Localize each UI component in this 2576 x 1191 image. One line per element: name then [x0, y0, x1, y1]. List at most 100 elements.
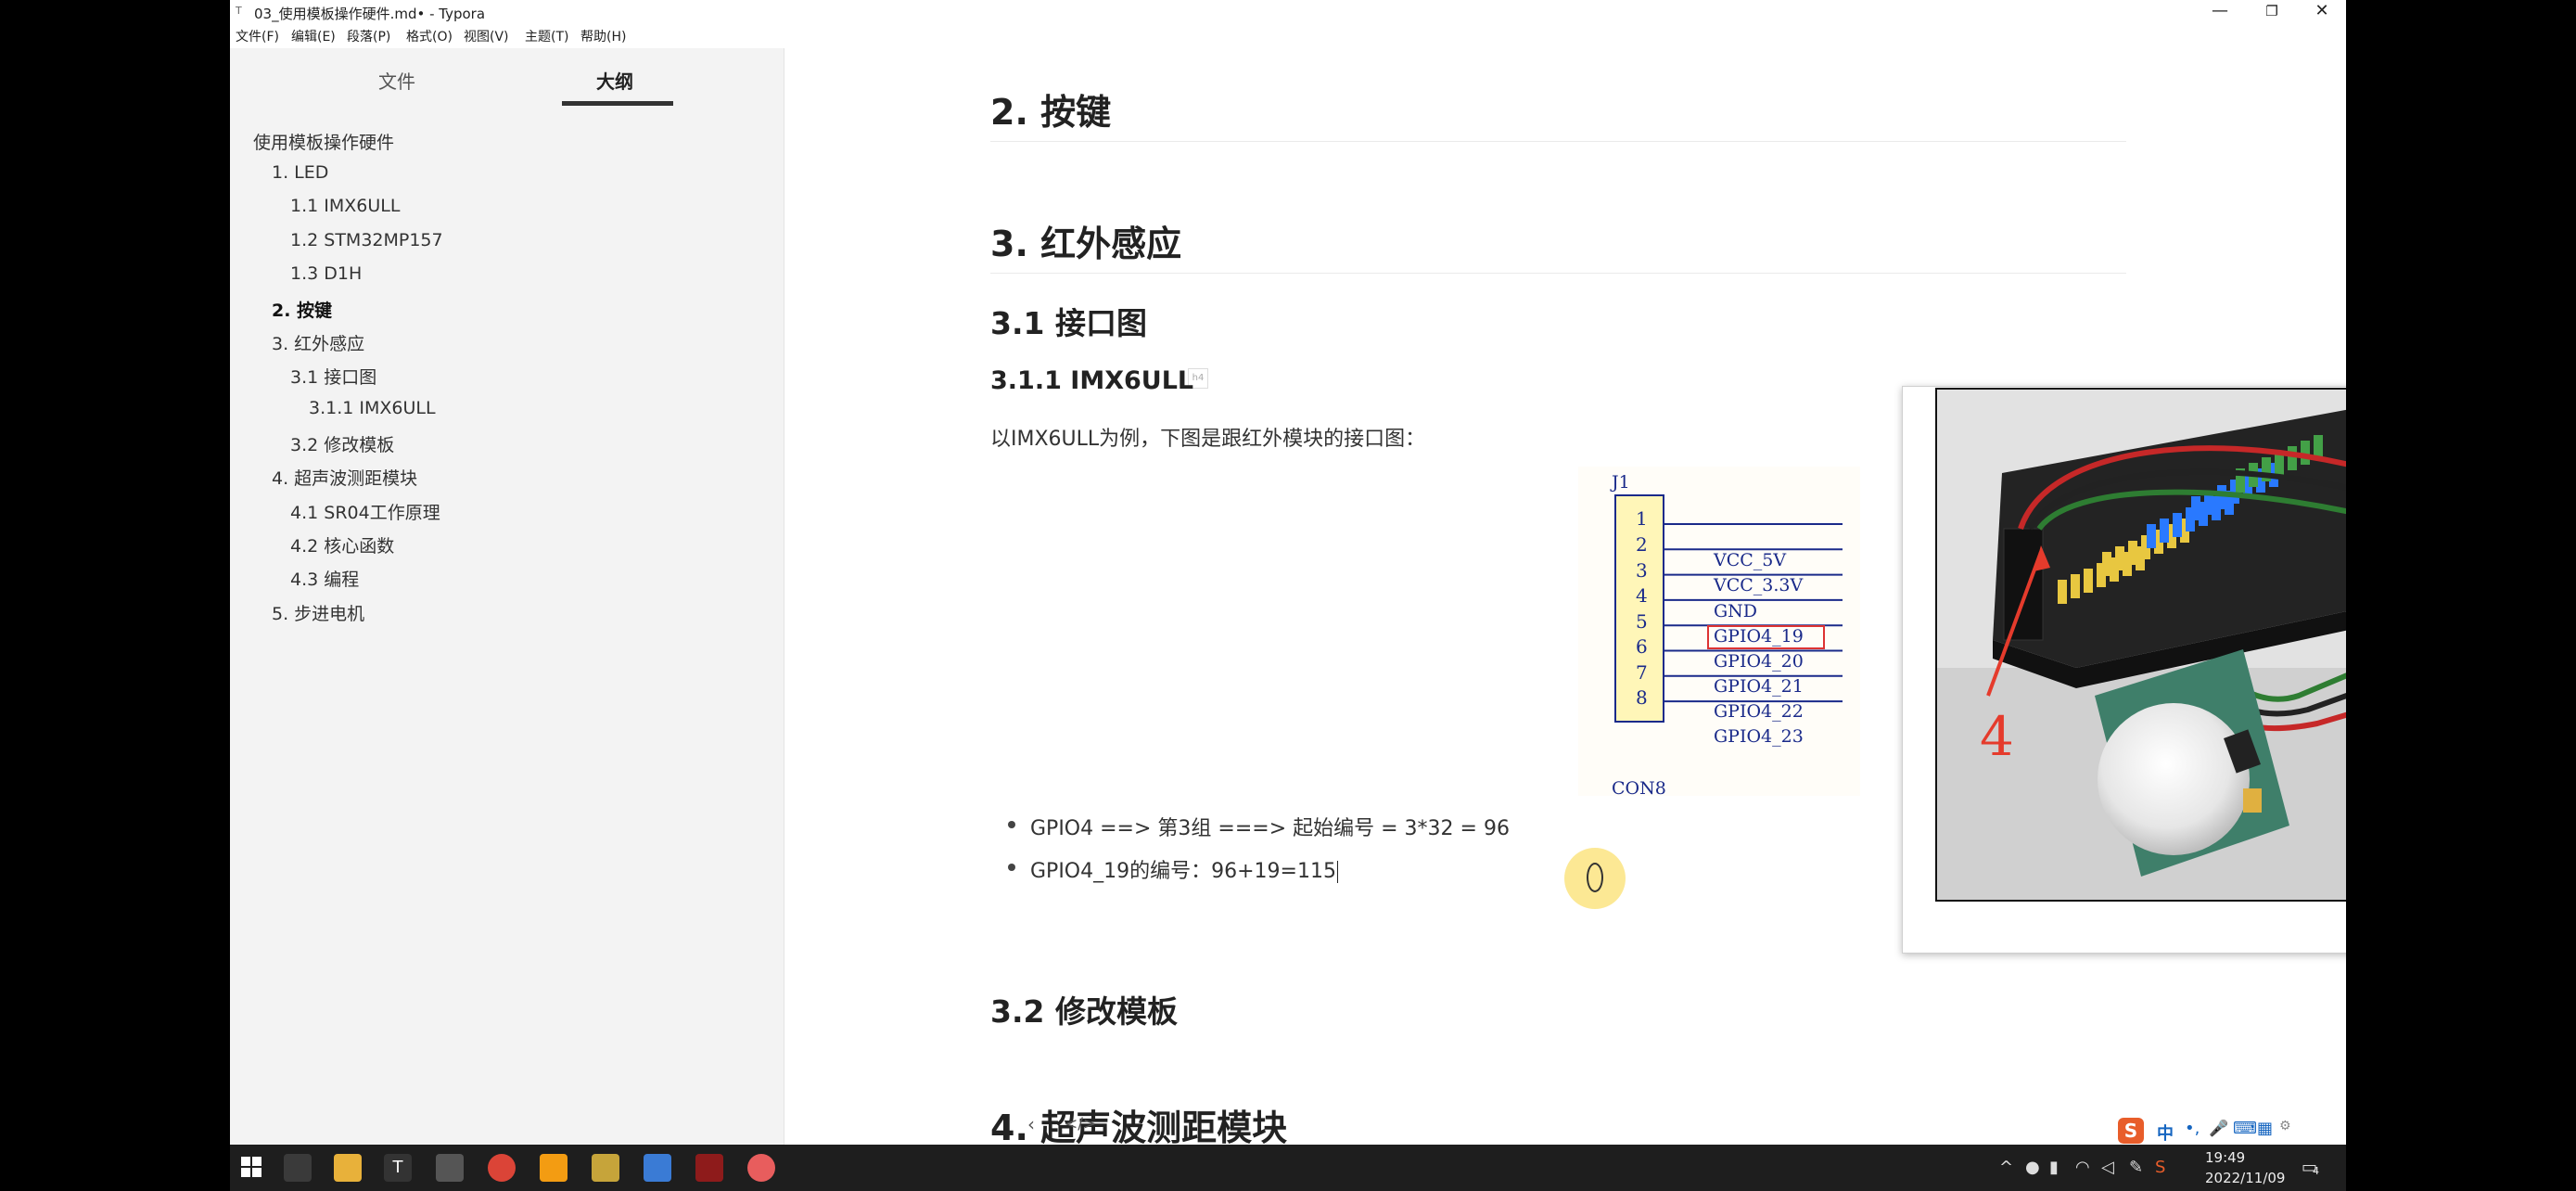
outline-item[interactable]: 1.2 STM32MP157 [290, 230, 443, 250]
maximize-button[interactable]: ❐ [2265, 3, 2278, 19]
close-button[interactable]: ✕ [2315, 1, 2329, 20]
volume-icon[interactable]: ◁ [2101, 1158, 2114, 1177]
heading-interface[interactable]: 3.1 接口图 [990, 305, 1147, 341]
typora-taskbar-icon[interactable]: T [384, 1154, 412, 1182]
menu-paragraph[interactable]: 段落(P) [347, 30, 391, 45]
gpio-highlight-box [1707, 625, 1825, 649]
outline-item[interactable]: 5. 步进电机 [272, 604, 365, 624]
heading-rule [990, 141, 2126, 142]
outline-item[interactable]: 4.1 SR04工作原理 [290, 503, 440, 523]
ime-toolbar[interactable]: S 中 •, 🎤 ⌨ ▦ ⚙ [2114, 1117, 2296, 1145]
chrome-icon[interactable] [488, 1154, 516, 1182]
microphone-tray-icon[interactable]: ▮ [2049, 1158, 2059, 1177]
header-pin [2115, 546, 2124, 570]
intro-paragraph[interactable]: 以IMX6ULL为例，下图是跟红外模块的接口图： [990, 428, 1426, 451]
outline-item[interactable]: 4. 超声波测距模块 [272, 468, 418, 489]
header-pin [2180, 519, 2189, 543]
list-item-text[interactable]: GPIO4_19的编号：96+19=115 [1030, 860, 1336, 883]
pin-number: 7 [1636, 661, 1648, 684]
header-pin [2288, 446, 2297, 470]
keyboard-icon[interactable]: ⌨ [2233, 1119, 2257, 1138]
pin-number: 6 [1636, 635, 1648, 658]
menu-format[interactable]: 格式(O) [406, 30, 453, 45]
menu-edit[interactable]: 编辑(E) [291, 30, 336, 45]
app-sketch-icon[interactable] [592, 1154, 619, 1182]
heading-keys[interactable]: 2. 按键 [990, 92, 1112, 133]
menu-theme[interactable]: 主题(T) [525, 30, 569, 45]
header-pin [2204, 491, 2213, 515]
outline-item[interactable]: 1.1 IMX6ULL [290, 196, 401, 216]
tray-app-icon[interactable]: ● [2025, 1158, 2040, 1177]
menu-view[interactable]: 视图(V) [464, 30, 509, 45]
outline-item[interactable]: 4.2 核心函数 [290, 536, 395, 557]
list-item-active[interactable]: GPIO4_19的编号：96+19=115 [1008, 854, 1338, 884]
heading-rule [990, 273, 2126, 274]
microphone-icon[interactable]: 🎤 [2209, 1120, 2229, 1138]
outline-item[interactable]: 1.3 D1H [290, 263, 363, 284]
sogou-tray-icon[interactable]: S [2155, 1158, 2166, 1177]
outline-item[interactable]: 3.1 接口图 [290, 367, 377, 388]
header-pin [2262, 457, 2271, 481]
video-recorder-icon[interactable] [436, 1154, 464, 1182]
mouse-cursor-highlight [1564, 848, 1626, 909]
source-code-mode-icon[interactable]: </> [1065, 1115, 1097, 1133]
app-orange-icon[interactable] [540, 1154, 567, 1182]
image-viewer-window[interactable]: 4 [1902, 386, 2346, 954]
heading-level-marker[interactable]: h4 [1188, 368, 1208, 389]
pin-number: 4 [1636, 584, 1648, 607]
file-explorer-icon[interactable] [334, 1154, 362, 1182]
pen-icon[interactable]: ✎ [2129, 1158, 2144, 1177]
ime-chinese-mode[interactable]: 中 [2157, 1124, 2174, 1144]
title-bar: T 03_使用模板操作硬件.md• - Typora — ❐ ✕ [230, 0, 2346, 23]
notification-icon[interactable]: ▭ [2302, 1158, 2318, 1177]
ime-punctuation[interactable]: •, [2185, 1119, 2200, 1138]
window-title: 03_使用模板操作硬件.md• - Typora [254, 6, 486, 22]
text-caret [1336, 861, 1338, 883]
grid-menu-icon[interactable]: ▦ [2257, 1119, 2274, 1138]
menu-file[interactable]: 文件(F) [236, 30, 279, 45]
tab-files[interactable]: 文件 [378, 70, 415, 93]
outline-item[interactable]: 3.1.1 IMX6ULL [309, 398, 436, 418]
app-blue-icon[interactable] [644, 1154, 671, 1182]
list-item[interactable]: GPIO4 ==> 第3组 ===> 起始编号 = 3*32 = 96 [1008, 812, 1510, 841]
windows-start-icon[interactable] [241, 1157, 261, 1177]
outline-item-active[interactable]: 2. 按键 [272, 301, 333, 321]
signal-label: GPIO4_19 [1714, 626, 1804, 647]
header-pin [2160, 519, 2169, 543]
heading-imx6ull[interactable]: 3.1.1 IMX6ULL [990, 366, 1194, 395]
header-pin [2147, 524, 2156, 548]
sogou-ime-icon[interactable]: S [2118, 1118, 2144, 1144]
header-pin [2314, 435, 2323, 459]
signal-label: VCC_5V [1714, 550, 1787, 570]
outline-item[interactable]: 4.3 编程 [290, 570, 360, 590]
heading-ultrasonic[interactable]: 4. 超声波测距模块 [990, 1108, 1288, 1145]
app-red-icon[interactable] [695, 1154, 723, 1182]
clock-time[interactable]: 19:49 [2205, 1149, 2246, 1166]
heading-modify-template[interactable]: 3.2 修改模板 [990, 993, 1178, 1030]
clock-date[interactable]: 2022/11/09 [2205, 1170, 2286, 1186]
bilibili-app-icon[interactable] [747, 1154, 775, 1182]
outline-item[interactable]: 使用模板操作硬件 [253, 133, 395, 153]
active-tab-indicator [562, 101, 673, 106]
show-hidden-icons-icon[interactable]: ^ [1999, 1158, 2014, 1177]
outline-item[interactable]: 1. LED [272, 162, 329, 183]
header-pin [2084, 569, 2093, 593]
outline-item[interactable]: 3.2 修改模板 [290, 435, 395, 455]
signal-label: GPIO4_21 [1714, 676, 1804, 697]
header-pin [2217, 485, 2226, 509]
signal-label: GND [1714, 601, 1758, 621]
minimize-button[interactable]: — [2212, 1, 2228, 20]
menu-bar: 文件(F) 编辑(E) 段落(P) 格式(O) 视图(V) 主题(T) 帮助(H… [230, 25, 2346, 47]
header-pin [2256, 468, 2265, 493]
tab-outline[interactable]: 大纲 [596, 70, 633, 93]
outline-item[interactable]: 3. 红外感应 [272, 334, 365, 354]
heading-infrared[interactable]: 3. 红外感应 [990, 224, 1182, 264]
search-icon[interactable] [284, 1154, 312, 1182]
ime-settings-icon[interactable]: ⚙ [2279, 1119, 2291, 1133]
typora-app-icon: T [236, 5, 242, 17]
wifi-icon[interactable]: ◠ [2075, 1158, 2090, 1177]
signal-label: VCC_3.3V [1714, 575, 1804, 596]
menu-help[interactable]: 帮助(H) [580, 30, 627, 45]
collapse-sidebar-icon[interactable]: ‹ [1027, 1113, 1035, 1135]
